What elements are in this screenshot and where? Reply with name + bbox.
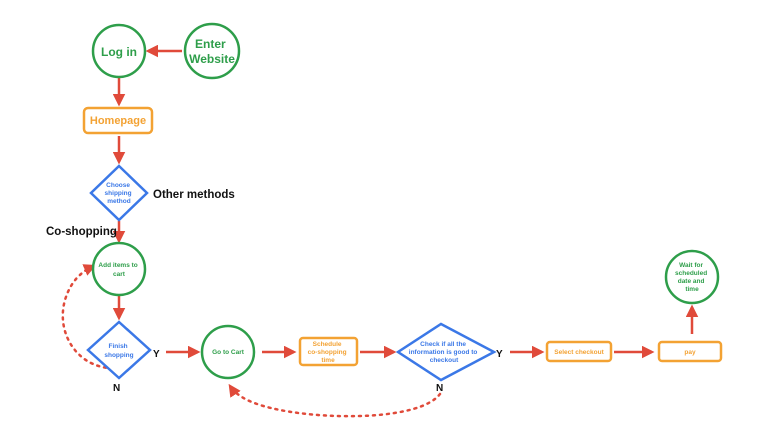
node-finish-shopping: Finish shopping [86, 320, 152, 380]
node-go-to-cart: Go to Cart [200, 324, 256, 380]
node-log-in: Log in [91, 23, 147, 79]
loop-arrow-finish-to-additems [61, 264, 122, 370]
svg-text:Schedule co-shopping: Schedule co-shopping time [308, 341, 349, 364]
loop-arrow-check-to-cart [228, 383, 442, 418]
label-co-shopping: Co-shopping [46, 226, 117, 238]
svg-text:Go to Cart: Go to Cart [212, 349, 245, 356]
svg-text:Log in: Log in [101, 45, 137, 59]
svg-text:Select checkout: Select checkout [554, 349, 604, 356]
label-finish-no: N [113, 383, 120, 394]
svg-text:Finish shopping: Finish shopping [104, 343, 133, 359]
svg-text:Wait for scheduled: Wait for scheduled date and time [675, 262, 709, 293]
node-wait: Wait for scheduled date and time [664, 249, 720, 305]
label-other-methods: Other methods [153, 189, 235, 201]
svg-text:Check if all the infor: Check if all the information is good to … [409, 341, 479, 364]
label-check-yes: Y [496, 349, 503, 360]
svg-text:pay: pay [684, 349, 696, 356]
svg-text:Add items to cart: Add items to cart [98, 262, 139, 278]
node-add-items: Add items to cart [91, 241, 147, 297]
node-choose-shipping: Choose shipping method [89, 164, 149, 222]
svg-text:Choose shipping: Choose shipping method [105, 182, 134, 205]
label-finish-yes: Y [153, 349, 160, 360]
svg-text:Homepage: Homepage [90, 115, 146, 127]
node-pay: pay [657, 340, 723, 363]
node-enter-website: Enter Website [183, 22, 241, 80]
node-check-info: Check if all the information is good to … [395, 322, 497, 382]
label-check-no: N [436, 383, 443, 394]
node-schedule: Schedule co-shopping time [298, 336, 359, 367]
node-homepage: Homepage [82, 106, 154, 135]
svg-text:Enter Website: Enter Website [189, 37, 235, 66]
node-select-checkout: Select checkout [545, 340, 613, 363]
